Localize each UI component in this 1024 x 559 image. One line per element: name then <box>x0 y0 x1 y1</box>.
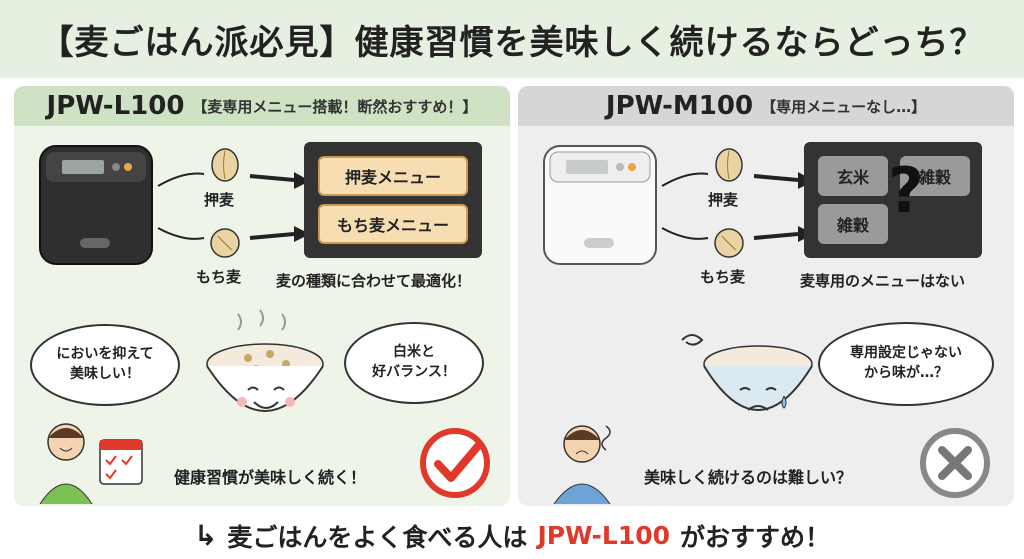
panel-jpw-m100: JPW-M100 【専用メニューなし…】 押麦 もち麦 玄米 雑穀 雑穀 ? 麦… <box>518 86 1014 506</box>
grain-label-1-right: 押麦 <box>708 191 739 209</box>
panel-header-left: JPW-L100 【麦専用メニュー搭載！断然おすすめ！】 <box>14 86 510 126</box>
menu-chip-zakkoku-2: 雑穀 <box>818 204 888 244</box>
caption-left: 麦の種類に合わせて最適化！ <box>276 272 472 290</box>
rice-cooker-black-icon <box>39 145 153 265</box>
worried-person-icon <box>553 425 611 504</box>
model-name-right: JPW-M100 <box>605 91 754 121</box>
happy-person-with-calendar-icon <box>39 423 143 504</box>
flow-arrows-left <box>157 172 310 242</box>
menu-board-left: 押麦メニュー もち麦メニュー <box>304 142 482 258</box>
barley-grain-icon-4 <box>714 228 744 258</box>
speech-bubble-balance: 白米と 好バランス！ <box>344 322 484 404</box>
grain-label-2-left: もち麦 <box>196 268 242 286</box>
bottom-text-left: 健康習慣が美味しく続く！ <box>174 468 367 487</box>
check-mark-icon <box>420 428 490 498</box>
caption-right: 麦専用のメニューはない <box>800 272 966 290</box>
footer-recommendation: ↳ 麦ごはんをよく食べる人は JPW-L100 がおすすめ！ <box>0 512 1024 559</box>
rice-cooker-white-icon <box>543 145 657 265</box>
menu-item-mochimugi: もち麦メニュー <box>318 204 468 244</box>
menu-chip-zakkoku-1: 雑穀 <box>900 156 970 196</box>
panel-jpw-l100: JPW-L100 【麦専用メニュー搭載！断然おすすめ！】 押麦 もち麦 押麦メニ… <box>14 86 510 506</box>
footer-model: JPW-L100 <box>537 521 671 550</box>
barley-grain-icon-2 <box>210 228 240 258</box>
bottom-text-right: 美味しく続けるのは難しい？ <box>644 468 853 487</box>
barley-grain-icon-3 <box>715 148 743 182</box>
model-name-left: JPW-L100 <box>46 91 185 121</box>
grain-label-1-left: 押麦 <box>204 191 235 209</box>
barley-grain-icon <box>211 148 239 182</box>
arrow-icon: ↳ <box>193 519 218 552</box>
question-mark: ? <box>888 154 924 227</box>
menu-board-right: 玄米 雑穀 雑穀 ? <box>804 142 982 258</box>
grain-label-2-right: もち麦 <box>700 268 746 286</box>
menu-item-oshimugi: 押麦メニュー <box>318 156 468 196</box>
speech-bubble-smell: においを抑えて 美味しい！ <box>30 324 180 406</box>
footer-text-pre: 麦ごはんをよく食べる人は <box>227 522 528 552</box>
tagline-right: 【専用メニューなし…】 <box>761 97 927 116</box>
footer-text-post: がおすすめ！ <box>680 522 831 552</box>
smiling-rice-bowl-icon <box>206 309 324 412</box>
x-mark-icon <box>920 428 990 498</box>
tagline-left: 【麦専用メニュー搭載！断然おすすめ！】 <box>192 97 478 116</box>
speech-bubble-taste: 専用設定じゃない から味が…？ <box>818 322 994 406</box>
menu-chip-genmai: 玄米 <box>818 156 888 196</box>
worried-rice-bowl-icon <box>681 334 813 411</box>
title-bar: 【麦ごはん派必見】健康習慣を美味しく続けるならどっち？ <box>0 0 1024 78</box>
page-title: 【麦ごはん派必見】健康習慣を美味しく続けるならどっち？ <box>39 22 985 63</box>
panel-header-right: JPW-M100 【専用メニューなし…】 <box>518 86 1014 126</box>
